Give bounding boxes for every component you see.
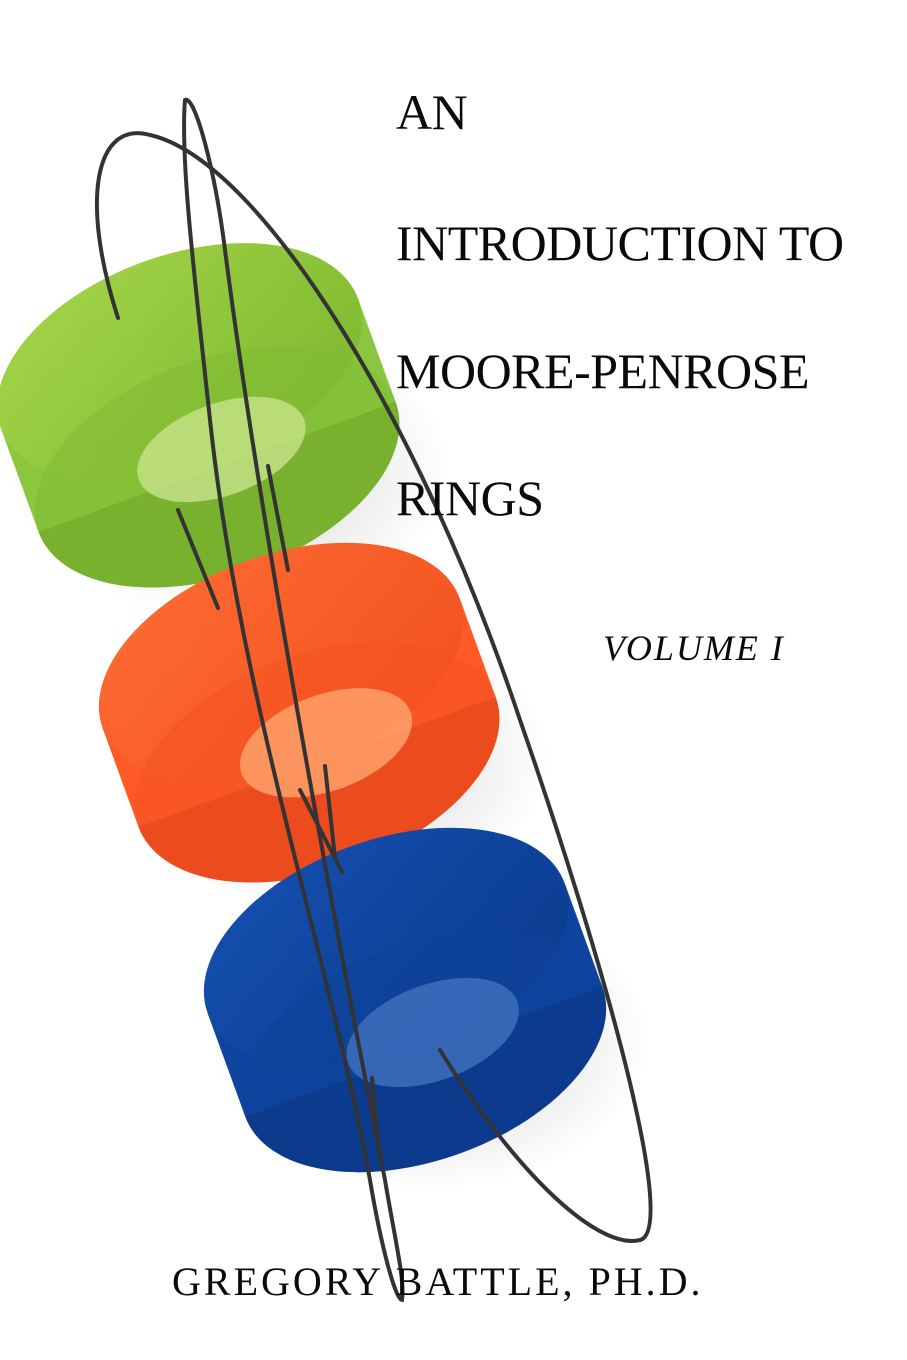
wire-loop-thin [182,97,405,1303]
title-line-1: AN [396,84,468,140]
volume-label: VOLUME I [603,628,785,668]
orange-ring [98,542,500,883]
wire-stroke-5 [370,1076,382,1162]
title-line-2: INTRODUCTION TO [396,215,844,271]
title-line-3: MOORE-PENROSE [396,343,809,399]
wire-loops [94,97,653,1303]
title-line-4: RINGS [396,470,544,526]
wire-loop-large [94,131,653,1243]
wire-stroke-1 [176,508,220,610]
author-name: GREGORY BATTLE, PH.D. [172,1259,704,1304]
wire-stroke-4 [323,764,337,860]
blue-ring [203,827,607,1173]
wire-stroke-2 [266,464,290,572]
